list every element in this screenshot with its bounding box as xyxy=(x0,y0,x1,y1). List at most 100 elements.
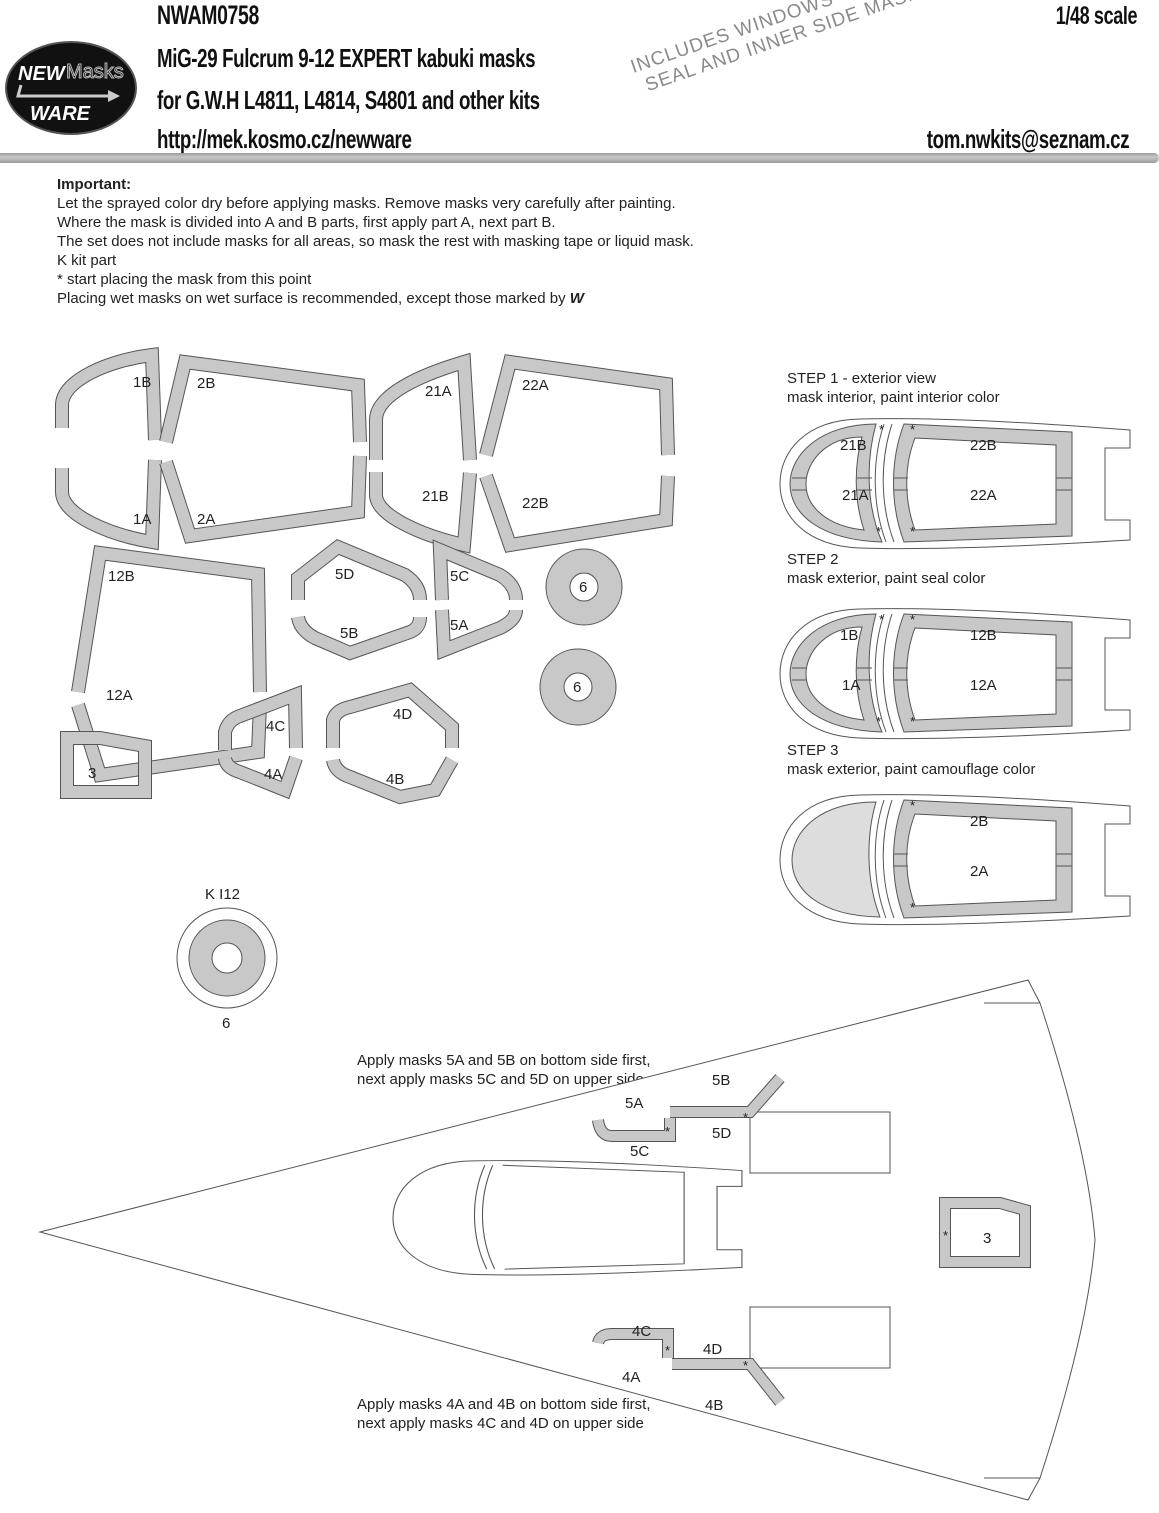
instruction-line: next apply masks 4C and 4D on upper side xyxy=(357,1415,644,1432)
mask-part-6: 6 xyxy=(539,648,617,726)
plan-mask-4b-4d xyxy=(672,1358,785,1406)
note-line: * start placing the mask from this point xyxy=(57,271,312,288)
mask-part-3: 3 xyxy=(60,731,152,799)
header-divider xyxy=(0,153,1159,163)
mask-part-5c: 5C xyxy=(432,539,523,601)
step-2-canopy: 1B 1A 12B 12A * * * * xyxy=(779,608,1131,740)
logo-arrow-icon xyxy=(108,90,120,102)
logo-new: NEW xyxy=(18,63,67,85)
start-point-marker: * xyxy=(876,714,881,729)
plan-mask-label: 4D xyxy=(703,1341,722,1358)
dry-application-icon: W xyxy=(569,290,584,307)
email-link[interactable]: tom.nwkits@seznam.cz xyxy=(926,124,1130,154)
instruction-4-masks: Apply masks 4A and 4B on bottom side fir… xyxy=(357,1395,650,1433)
start-point-marker: * xyxy=(910,524,915,539)
mask-part-22b: 22B xyxy=(479,473,675,553)
plan-mask-label: 5C xyxy=(630,1143,649,1160)
mask-part-12a: 12A xyxy=(71,687,267,783)
mask-part-label: 2A xyxy=(197,511,215,528)
mask-part-label: 4D xyxy=(393,706,412,723)
step-1-title: STEP 1 - exterior view xyxy=(787,370,936,387)
start-point-marker: * xyxy=(910,422,915,437)
step-mask-label: 12A xyxy=(970,677,997,694)
start-point-marker: * xyxy=(665,1343,670,1358)
start-point-marker: * xyxy=(910,714,915,729)
mask-part-1a: 1A xyxy=(55,459,162,551)
step-mask-label: 21A xyxy=(842,487,869,504)
mask-part-21b: 21B xyxy=(369,472,477,554)
mask-part-label: 22A xyxy=(522,377,549,394)
step-3-desc: mask exterior, paint camouflage color xyxy=(787,761,1036,778)
note-line: K kit part xyxy=(57,252,117,269)
plan-mask-5b-5d xyxy=(670,1074,785,1118)
mask-part-2a: 2A xyxy=(159,455,367,544)
mask-part-label: 1A xyxy=(133,511,151,528)
step-mask-label: 2B xyxy=(970,813,988,830)
start-point-marker: * xyxy=(876,524,881,539)
mask-part-label: 6 xyxy=(579,579,587,596)
kit-part-number: 6 xyxy=(222,1015,230,1032)
step-mask-label: 1A xyxy=(842,677,860,694)
step-mask-label: 12B xyxy=(970,627,997,644)
mask-part-label: 5C xyxy=(450,568,469,585)
mask-part-4d: 4D xyxy=(326,682,459,748)
plan-mask-label: 3 xyxy=(983,1230,991,1247)
step-mask-label: 21B xyxy=(840,437,867,454)
mask-part-label: 3 xyxy=(88,765,96,782)
mask-part-5a: 5A xyxy=(435,609,523,661)
note-line: Let the sprayed color dry before applyin… xyxy=(57,195,676,212)
includes-watermark: INCLUDES WINDOWS SEAL AND INNER SIDE MAS… xyxy=(628,0,936,100)
mask-part-4b: 4B xyxy=(326,756,459,805)
start-point-marker: * xyxy=(879,612,884,627)
instruction-line: next apply masks 5C and 5D on upper side xyxy=(357,1071,644,1088)
mask-part-label: 4B xyxy=(386,771,404,788)
note-line: Placing wet masks on wet surface is reco… xyxy=(57,289,694,308)
mask-part-4c: 4C xyxy=(218,684,303,750)
start-point-marker: * xyxy=(879,422,884,437)
step-1-desc: mask interior, paint interior color xyxy=(787,389,1000,406)
important-notes: Important: Let the sprayed color dry bef… xyxy=(57,175,694,308)
note-text: Placing wet masks on wet surface is reco… xyxy=(57,290,566,307)
mask-part-4a: 4A xyxy=(218,755,303,800)
step-mask-label: 2A xyxy=(970,863,988,880)
mask-part-22a: 22A xyxy=(479,354,675,457)
mask-part-label: 1B xyxy=(133,374,151,391)
step-2-caption: STEP 2 mask exterior, paint seal color xyxy=(787,550,985,588)
scale-label: 1/48 scale xyxy=(1055,2,1138,30)
start-point-marker: * xyxy=(743,1110,748,1125)
start-point-marker: * xyxy=(910,798,915,813)
website-link[interactable]: http://mek.kosmo.cz/newware xyxy=(157,124,412,154)
instruction-5-masks: Apply masks 5A and 5B on bottom side fir… xyxy=(357,1051,650,1089)
step-mask-label: 22B xyxy=(970,437,997,454)
note-line: The set does not include masks for all a… xyxy=(57,233,694,250)
plan-mask-label: 4A xyxy=(622,1369,640,1386)
mask-part-5b: 5B xyxy=(291,615,427,661)
instruction-line: Apply masks 5A and 5B on bottom side fir… xyxy=(357,1052,651,1069)
mask-part-2b: 2B xyxy=(159,354,367,444)
mask-part-label: 12A xyxy=(106,687,133,704)
mask-part-1b: 1B xyxy=(55,347,162,441)
compatible-kits: for G.W.H L4811, L4814, S4801 and other … xyxy=(157,85,540,115)
plan-mask-3 xyxy=(939,1197,1031,1268)
mask-part-label: 4C xyxy=(266,718,285,735)
step-mask-label: 1B xyxy=(840,627,858,644)
mask-part-label: 22B xyxy=(522,495,549,512)
mask-part-label: 4A xyxy=(264,766,282,783)
intake-outline-upper xyxy=(749,1111,891,1174)
instruction-line: Apply masks 4A and 4B on bottom side fir… xyxy=(357,1396,651,1413)
new-ware-logo: NEW Masks WARE xyxy=(4,40,138,136)
step-2-desc: mask exterior, paint seal color xyxy=(787,570,986,587)
plan-mask-label: 4B xyxy=(705,1397,723,1414)
step-3-title: STEP 3 xyxy=(787,742,839,759)
start-point-marker: * xyxy=(910,612,915,627)
mask-part-5d: 5D xyxy=(291,538,427,601)
mask-part-label: 2B xyxy=(197,375,215,392)
plan-mask-label: 5A xyxy=(625,1095,643,1112)
plan-mask-label: 5B xyxy=(712,1072,730,1089)
step-2-title: STEP 2 xyxy=(787,551,839,568)
plan-mask-label: 4C xyxy=(632,1323,651,1340)
step-1-caption: STEP 1 - exterior view mask interior, pa… xyxy=(787,369,1000,407)
mask-part-label: 6 xyxy=(573,679,581,696)
mask-part-label: 5A xyxy=(450,617,468,634)
